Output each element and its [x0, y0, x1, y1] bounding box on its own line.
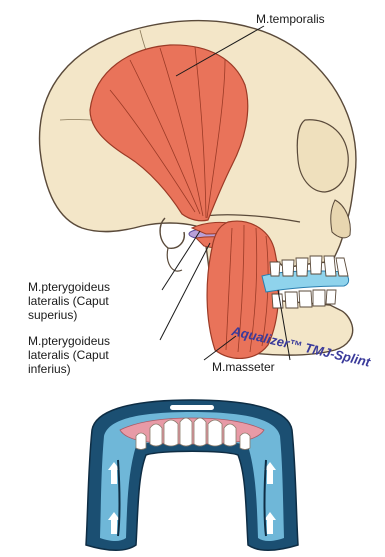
splint-front-connector [170, 405, 214, 410]
